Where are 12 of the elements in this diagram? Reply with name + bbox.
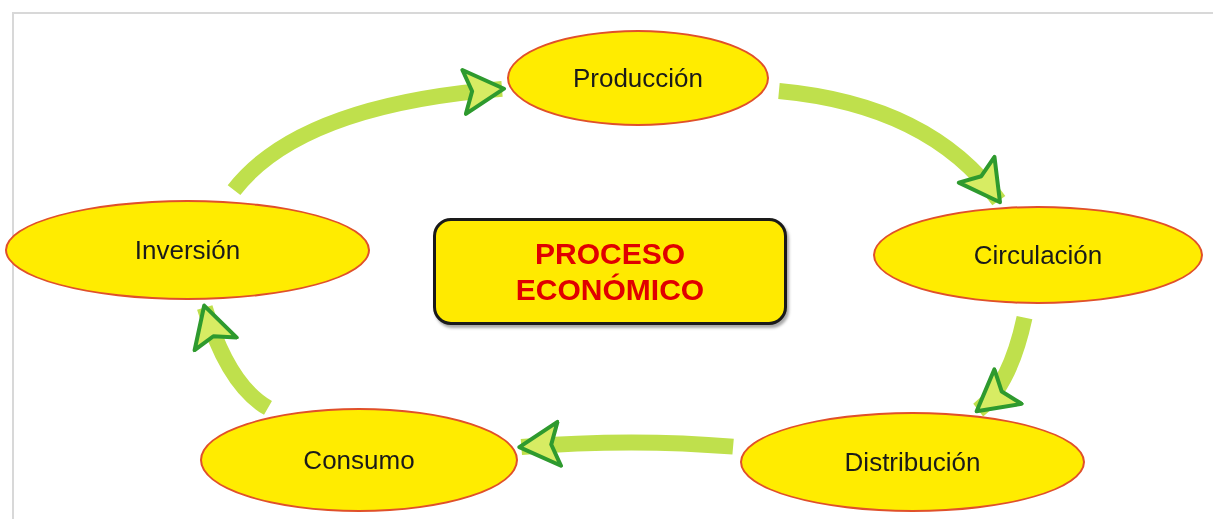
node-label: Consumo (303, 443, 415, 477)
node-label: Distribución (844, 445, 981, 479)
curved-arrow (228, 68, 506, 196)
curved-arrow (517, 420, 734, 469)
node-label: Circulación (973, 238, 1103, 272)
title-text: PROCESO ECONÓMICO (514, 235, 706, 308)
node-label: Producción (572, 61, 704, 95)
curved-arrow (193, 303, 273, 415)
node-label: Inversión (134, 233, 241, 267)
curved-arrow (973, 315, 1033, 417)
title-box (433, 218, 787, 325)
curved-arrow (778, 83, 1006, 206)
